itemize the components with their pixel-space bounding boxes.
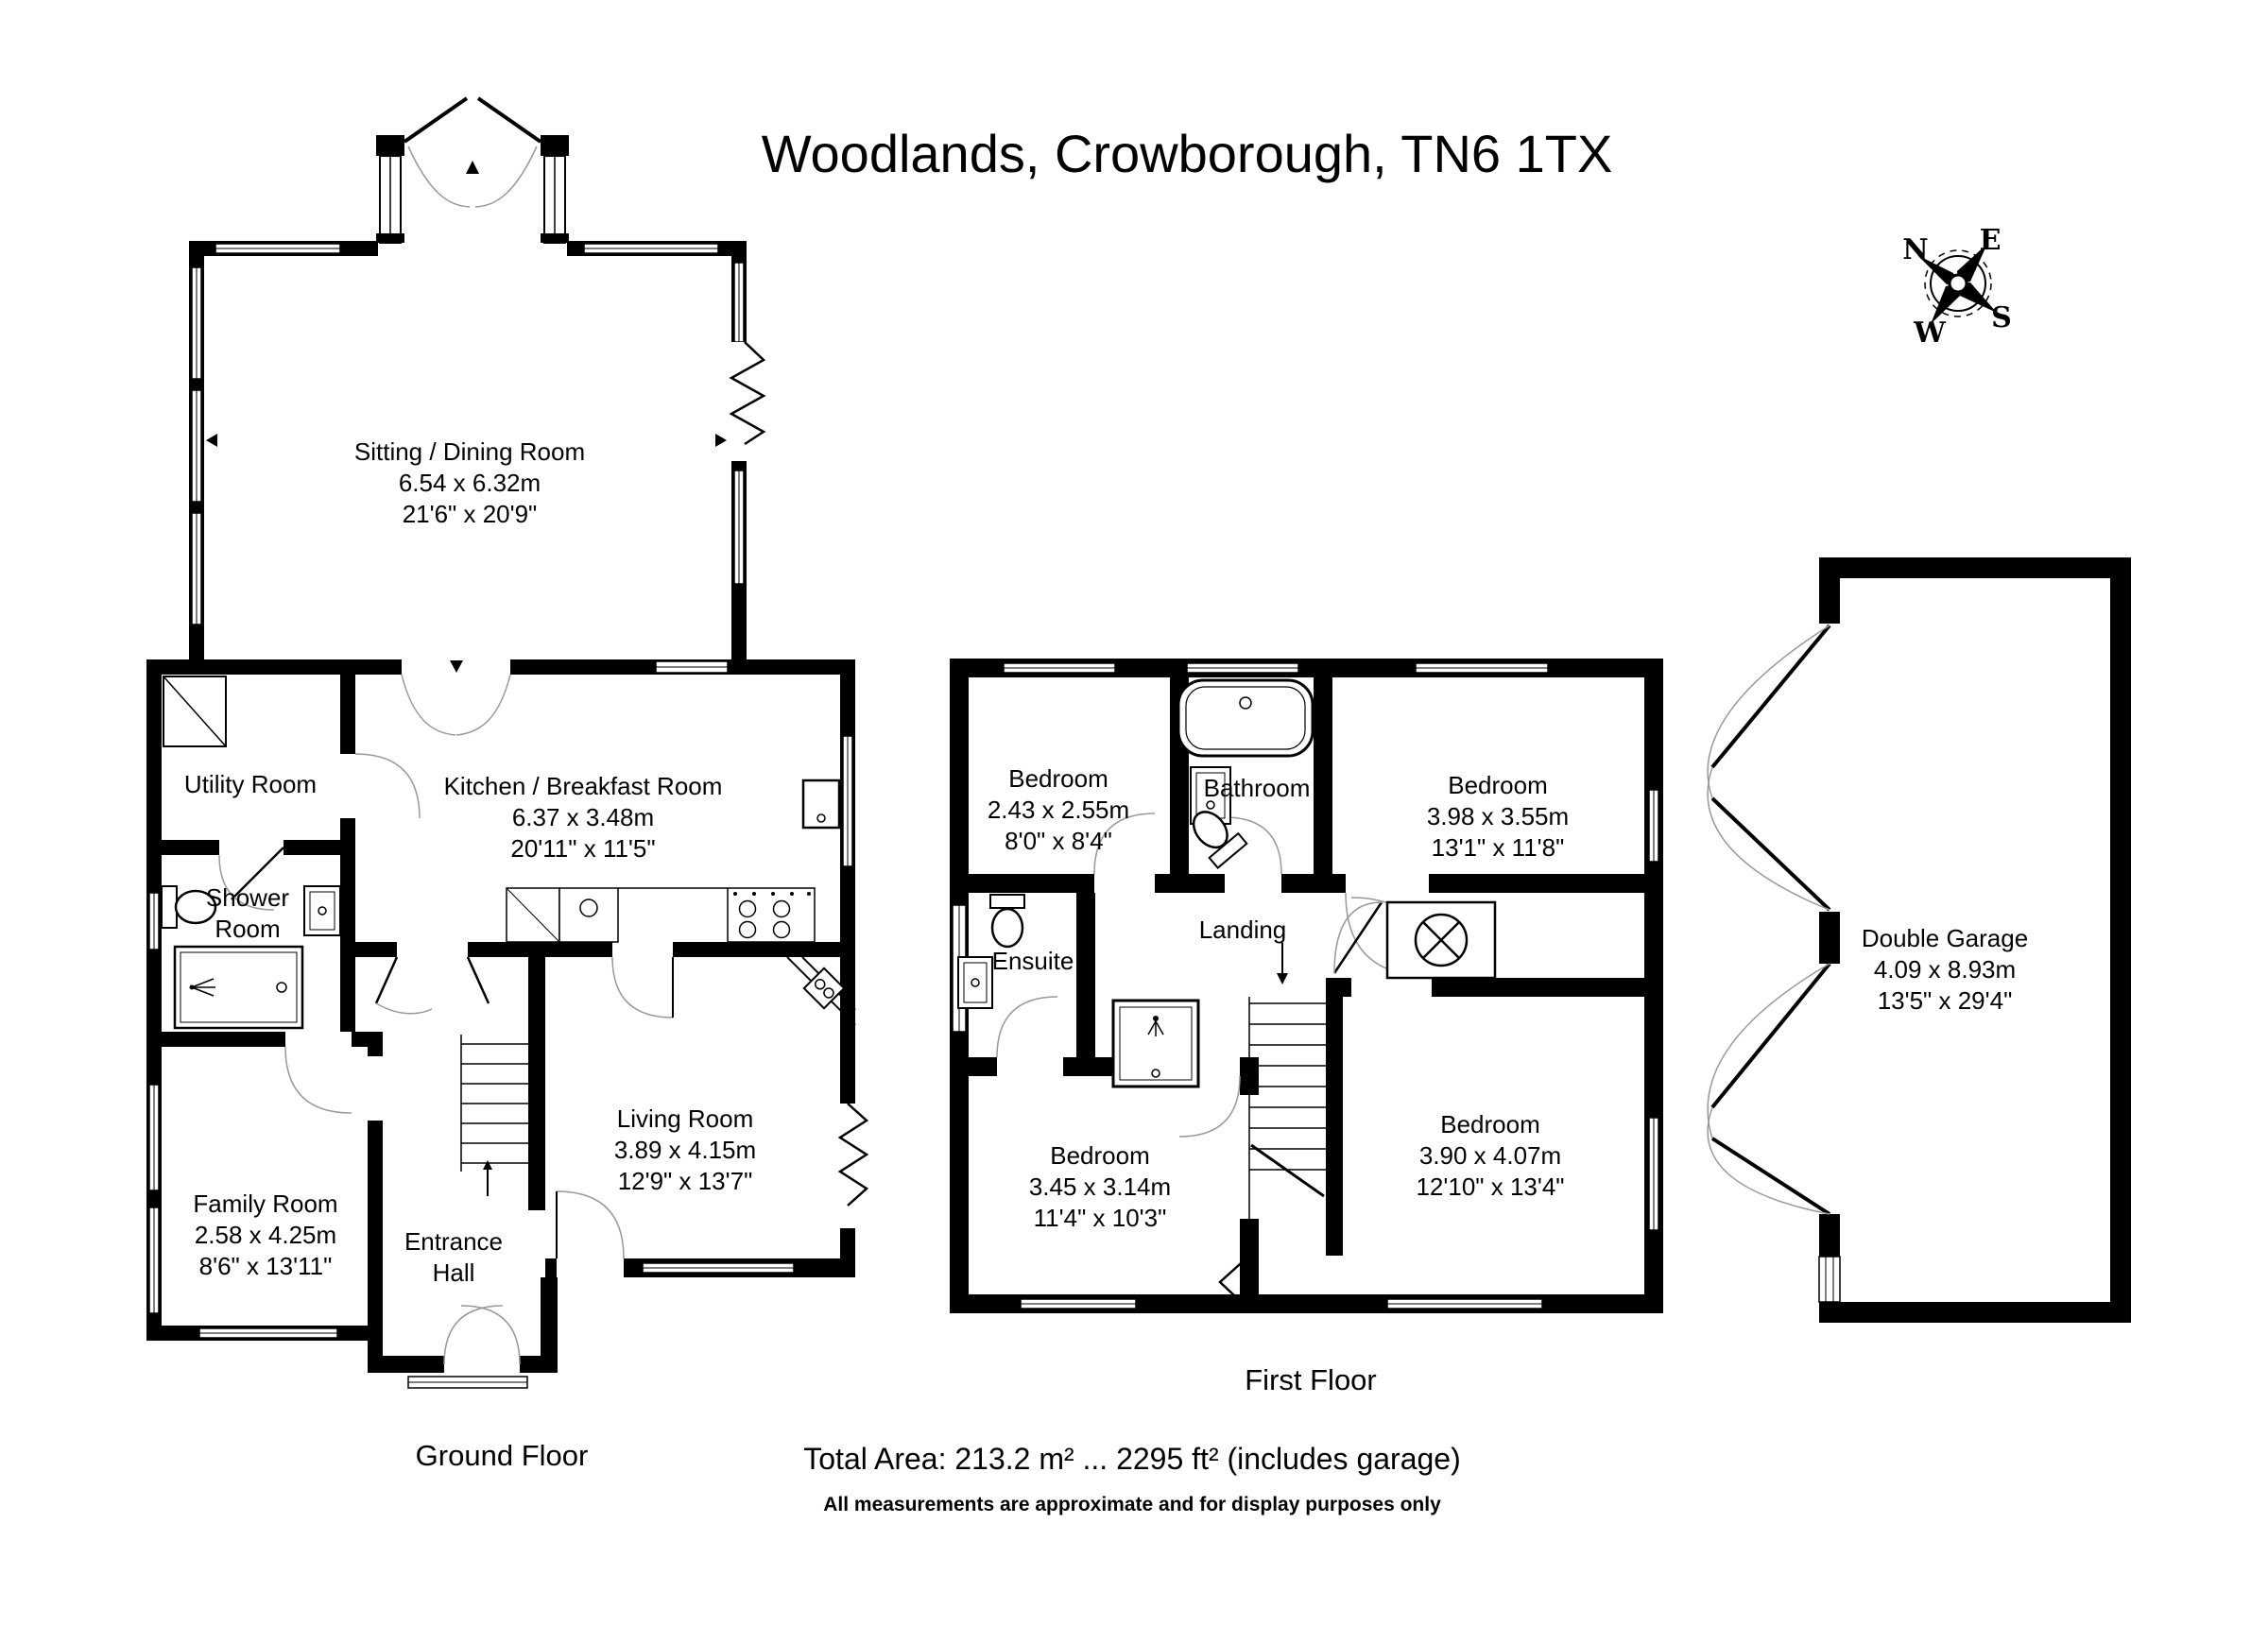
room-label-double-garage: Double Garage 4.09 x 8.93m 13'5" x 29'4" [1862, 923, 2028, 1017]
room-name: Living Room [616, 1104, 754, 1133]
room-label-utility: Utility Room [183, 770, 318, 798]
room-label-bedroom-bottom-left: Bedroom 3.45 x 3.14m 11'4" x 10'3" [1029, 1140, 1171, 1234]
room-size-metric: 4.09 x 8.93m [1873, 955, 2017, 984]
room-size-imperial: 12'10" x 13'4" [1416, 1172, 1565, 1201]
room-size-metric: 3.98 x 3.55m [1426, 802, 1570, 830]
room-label-landing: Landing [1198, 916, 1287, 944]
room-label-bedroom-top-right: Bedroom 3.98 x 3.55m 13'1" x 11'8" [1427, 770, 1569, 864]
room-size-imperial: 13'5" x 29'4" [1877, 986, 2013, 1015]
room-size-imperial: 13'1" x 11'8" [1431, 833, 1565, 862]
room-size-metric: 3.89 x 4.15m [613, 1136, 757, 1164]
room-size-imperial: 8'0" x 8'4" [1005, 827, 1112, 855]
room-size-imperial: 11'4" x 10'3" [1033, 1204, 1167, 1232]
disclaimer-text: All measurements are approximate and for… [823, 1494, 1441, 1515]
room-label-family: Family Room 2.58 x 4.25m 8'6" x 13'11" [193, 1189, 337, 1282]
room-name: Bedroom [1448, 771, 1548, 799]
room-size-imperial: 8'6" x 13'11" [198, 1252, 333, 1280]
compass-east-label: E [1979, 224, 2002, 257]
room-name: Bedroom [1440, 1110, 1540, 1138]
room-name: Family Room [193, 1190, 338, 1218]
total-area-text: Total Area: 213.2 m² ... 2295 ft² (inclu… [803, 1442, 1461, 1476]
room-name: Bedroom [1050, 1141, 1150, 1170]
compass-south-label: S [1991, 301, 2012, 334]
room-label-ensuite: Ensuite [991, 947, 1074, 975]
room-name: Sitting / Dining Room [353, 437, 586, 466]
garage-plan [1707, 557, 2131, 1323]
room-name: Bedroom [1008, 764, 1108, 793]
page-title: Woodlands, Crowborough, TN6 1TX [761, 124, 1613, 183]
ground-floor-plan [146, 96, 869, 1389]
room-label-entrance-hall: Entrance Hall [404, 1227, 504, 1287]
room-size-metric: 6.37 x 3.48m [511, 803, 655, 831]
room-label-shower: Shower Room [205, 883, 290, 943]
compass-north-label: N [1902, 233, 1929, 266]
ground-floor-label: Ground Floor [415, 1439, 589, 1472]
compass-rose-icon [1917, 244, 1997, 324]
room-size-metric: 2.58 x 4.25m [194, 1221, 337, 1249]
room-label-kitchen: Kitchen / Breakfast Room 6.37 x 3.48m 20… [444, 771, 723, 864]
room-size-imperial: 20'11" x 11'5" [510, 834, 656, 863]
first-floor-label: First Floor [1245, 1363, 1377, 1396]
room-name: Double Garage [1861, 924, 2029, 952]
compass-west-label: W [1914, 317, 1946, 350]
room-size-imperial: 21'6" x 20'9" [402, 500, 538, 528]
room-label-bathroom: Bathroom [1203, 774, 1311, 802]
room-size-imperial: 12'9" x 13'7" [617, 1167, 753, 1195]
room-label-living: Living Room 3.89 x 4.15m 12'9" x 13'7" [614, 1104, 756, 1197]
room-label-bedroom-bottom-right: Bedroom 3.90 x 4.07m 12'10" x 13'4" [1416, 1109, 1564, 1203]
room-size-metric: 2.43 x 2.55m [987, 796, 1130, 824]
room-label-sitting-dining: Sitting / Dining Room 6.54 x 6.32m 21'6"… [354, 436, 585, 530]
first-floor-plan [950, 659, 1663, 1313]
room-size-metric: 3.90 x 4.07m [1418, 1141, 1562, 1170]
room-size-metric: 3.45 x 3.14m [1028, 1172, 1172, 1201]
room-label-bedroom-top-left: Bedroom 2.43 x 2.55m 8'0" x 8'4" [988, 763, 1129, 857]
room-name: Kitchen / Breakfast Room [443, 772, 723, 800]
room-size-metric: 6.54 x 6.32m [398, 469, 541, 497]
